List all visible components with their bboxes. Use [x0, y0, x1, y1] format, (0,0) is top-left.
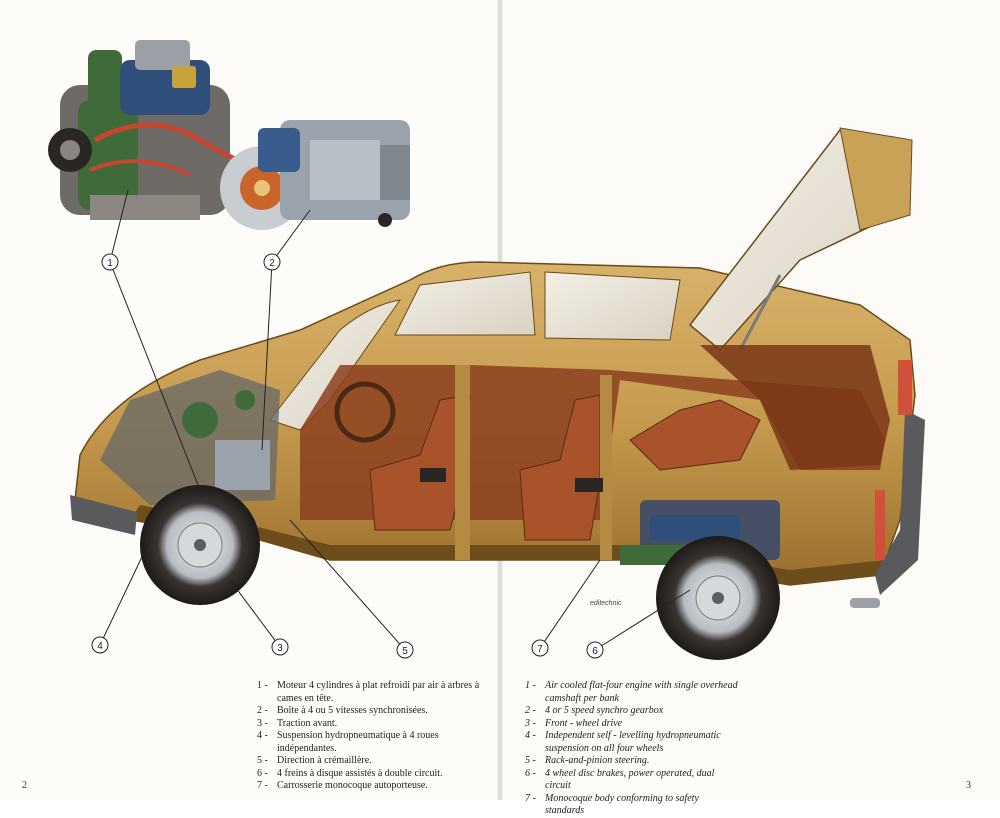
legend-text: 4 or 5 speed synchro gearbox	[545, 705, 664, 716]
legend-number: 2 -	[525, 705, 536, 716]
legend-number: 6 -	[525, 767, 536, 779]
legend-english: 1 - Air cooled flat-four engine with sing…	[525, 680, 740, 818]
legend-text: Direction à crémaillère.	[277, 755, 372, 766]
front-wheel	[140, 485, 260, 605]
page-number-left: 2	[22, 780, 27, 791]
rear-wheel	[656, 536, 780, 660]
legend-text: Front - wheel drive	[545, 717, 623, 729]
legend-en-item: 3 - Front - wheel drive	[525, 718, 740, 731]
legend-en-item: 6 - 4 wheel disc brakes, power operated, …	[525, 768, 740, 793]
callout-2-label: 2	[269, 258, 275, 269]
callout-5: 5	[396, 641, 414, 659]
legend-en-item: 1 - Air cooled flat-four engine with sing…	[525, 680, 740, 705]
legend-en-item: 4 - Independent self - levelling hydropne…	[525, 730, 740, 755]
callout-6: 6	[586, 641, 604, 659]
callout-5-label: 5	[402, 646, 408, 657]
callout-1-label: 1	[107, 258, 113, 269]
car-body	[70, 127, 925, 660]
legend-text: Carrosserie monocoque autoporteuse.	[277, 780, 428, 791]
callout-6-label: 6	[592, 646, 598, 657]
legend-fr-item: 5 - Direction à crémaillère.	[257, 755, 482, 768]
legend-number: 1 -	[257, 680, 268, 691]
legend-number: 4 -	[257, 730, 268, 741]
legend-text: 4 wheel disc brakes, power operated, dua…	[545, 767, 715, 792]
callout-3-label: 3	[277, 643, 283, 654]
legend-number: 5 -	[525, 755, 536, 766]
engine-gearbox-unit	[48, 40, 410, 230]
legend-en-item: 7 - Monocoque body conforming to safety s…	[525, 793, 740, 818]
legend-fr-item: 3 - Traction avant.	[257, 718, 482, 731]
callout-3: 3	[271, 638, 289, 656]
legend-en-item: 5 - Rack-and-pinion steering.	[525, 755, 740, 768]
legend-fr-item: 1 - Moteur 4 cylindres à plat refroidi pa…	[257, 680, 482, 705]
callout-2: 2	[263, 253, 281, 271]
legend-text: Rack-and-pinion steering.	[545, 755, 650, 766]
callout-4: 4	[91, 636, 109, 654]
legend-text: Moteur 4 cylindres à plat refroidi par a…	[277, 680, 480, 704]
leader-lines	[99, 189, 691, 651]
car-cutaway-illustration: 1 2 3 4 5 6 7	[48, 40, 925, 660]
legend-text: Traction avant.	[277, 717, 338, 729]
callout-1: 1	[101, 253, 119, 271]
legend-number: 7 -	[525, 792, 536, 804]
page-number-right: 3	[966, 780, 971, 791]
legend-number: 1 -	[525, 680, 536, 691]
legend-text: Monocoque body conforming to safety stan…	[545, 792, 699, 817]
legend-number: 6 -	[257, 767, 268, 779]
legend-en-item: 2 - 4 or 5 speed synchro gearbox	[525, 705, 740, 718]
legend-text: 4 freins à disque assistés à double circ…	[277, 767, 443, 779]
callout-7: 7	[531, 639, 549, 657]
callout-7-label: 7	[537, 644, 543, 655]
legend-french: 1 - Moteur 4 cylindres à plat refroidi pa…	[257, 680, 482, 793]
legend-text: Air cooled flat-four engine with single …	[545, 680, 738, 704]
illustrator-credit: editechnic	[590, 600, 622, 607]
legend-number: 3 -	[257, 717, 268, 729]
legend-text: Boîte à 4 ou 5 vitesses synchronisées.	[277, 705, 428, 716]
legend-number: 3 -	[525, 717, 536, 729]
legend-fr-item: 7 - Carrosserie monocoque autoporteuse.	[257, 780, 482, 793]
legend-number: 2 -	[257, 705, 268, 716]
legend-text: Independent self - levelling hydropneuma…	[545, 730, 721, 754]
legend-number: 4 -	[525, 730, 536, 741]
legend-number: 7 -	[257, 780, 268, 791]
legend-number: 5 -	[257, 755, 268, 766]
legend-fr-item: 2 - Boîte à 4 ou 5 vitesses synchronisées…	[257, 705, 482, 718]
legend-fr-item: 4 - Suspension hydropneumatique à 4 roues…	[257, 730, 482, 755]
legend-text: Suspension hydropneumatique à 4 roues in…	[277, 730, 439, 754]
legend-fr-item: 6 - 4 freins à disque assistés à double c…	[257, 768, 482, 781]
callout-4-label: 4	[97, 641, 103, 652]
